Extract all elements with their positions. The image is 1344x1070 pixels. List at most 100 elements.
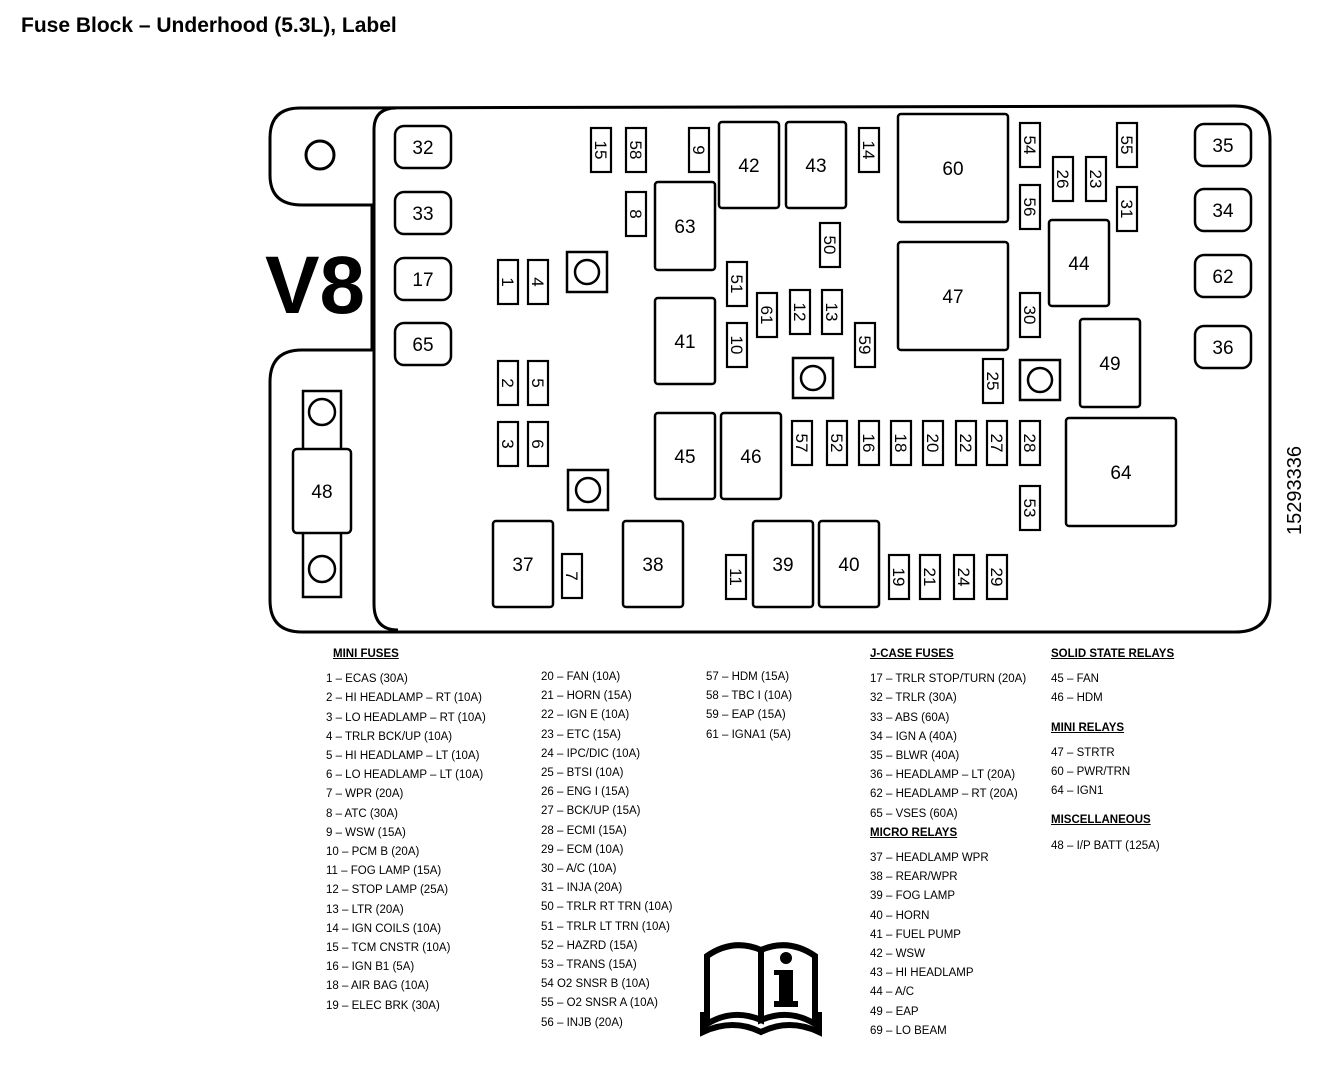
legend-jcase-micro: J-CASE FUSES 17 – TRLR STOP/TURN (20A)32… (870, 645, 1026, 1041)
legend-item: 61 – IGNA1 (5A) (706, 728, 792, 741)
legend-item: 58 – TBC I (10A) (706, 690, 793, 703)
legend-item: 30 – A/C (10A) (541, 863, 617, 876)
mini-fuse-13 (820, 288, 844, 336)
relay-label: 63 (674, 217, 695, 238)
relay-label: 60 (942, 159, 963, 180)
mini-fuse-58 (624, 126, 648, 174)
legend-item: 21 – HORN (15A) (541, 690, 632, 703)
fuse-label: 62 (1212, 267, 1233, 288)
stud-hole (799, 364, 827, 392)
legend-item: 2 – HI HEADLAMP – RT (10A) (326, 692, 482, 705)
legend-item: 49 – EAP (870, 1005, 919, 1018)
mini-fuse-18 (889, 419, 913, 467)
mini-fuse-19 (887, 553, 911, 601)
mini-fuse-4 (526, 258, 550, 306)
fuse-label: 59 (855, 336, 874, 355)
stud-hole (1026, 366, 1054, 394)
legend-item: 1 – ECAS (30A) (326, 673, 408, 686)
legend-item: 17 – TRLR STOP/TURN (20A) (870, 673, 1027, 686)
fuse-label: 31 (1117, 200, 1136, 219)
fuse-label: 35 (1212, 136, 1233, 157)
relay-44 (1047, 218, 1111, 308)
fuse-label: 6 (528, 439, 547, 448)
relay-43 (784, 120, 848, 210)
legend-item: 19 – ELEC BRK (30A) (326, 999, 440, 1012)
mini-fuse-55 (1115, 121, 1139, 169)
mini-fuse-24 (952, 553, 976, 601)
fuse-label: 9 (689, 145, 708, 154)
fuse-label: 14 (859, 141, 878, 160)
legend-item: 12 – STOP LAMP (25A) (326, 884, 449, 897)
relay-41 (653, 296, 717, 386)
mounting-stud (565, 250, 609, 294)
miscellaneous-header: MISCELLANEOUS (1051, 814, 1151, 827)
mini-fuse-23 (1084, 155, 1108, 203)
relay-label: 47 (942, 287, 963, 308)
fuse-label: 51 (727, 275, 746, 294)
fuse-label: 8 (626, 209, 645, 218)
fuse-label: 13 (822, 303, 841, 322)
mini-fuse-61 (755, 291, 779, 339)
fuse-label: 10 (727, 336, 746, 355)
mini-fuse-29 (985, 553, 1009, 601)
fuse-label: 12 (790, 303, 809, 322)
legend-item: 45 – FAN (1051, 673, 1099, 686)
mounting-stud (566, 468, 610, 512)
jcase-fuse-32 (393, 124, 453, 170)
legend-item: 37 – HEADLAMP WPR (870, 852, 989, 865)
relay-label: 39 (772, 555, 793, 576)
mini-fuse-27 (985, 419, 1009, 467)
mounting-stud (1018, 358, 1062, 402)
legend-item: 25 – BTSI (10A) (541, 767, 624, 780)
fuse-label: 17 (412, 270, 433, 291)
legend-item: 55 – O2 SNSR A (10A) (541, 997, 658, 1010)
legend-item: 35 – BLWR (40A) (870, 750, 960, 763)
fuse-label: 16 (859, 434, 878, 453)
jcase-fuse-36 (1193, 324, 1253, 370)
mini-fuse-15 (589, 126, 613, 174)
mini-fuse-11 (724, 553, 748, 601)
legend-list: 48 – I/P BATT (125A) (1051, 837, 1174, 856)
relay-label: 46 (740, 447, 761, 468)
fuse-label: 28 (1020, 434, 1039, 453)
legend-list: 1 – ECAS (30A) 2 – HI HEADLAMP – RT (10A)… (326, 670, 486, 1016)
jcase-fuse-65 (393, 321, 453, 367)
relay-49 (1078, 317, 1142, 409)
part-number: 15293336 (1284, 446, 1306, 535)
mini-fuse-31 (1115, 185, 1139, 233)
fuse-label: 36 (1212, 338, 1233, 359)
housing-outline (268, 104, 1272, 634)
legend-item: 56 – INJB (20A) (541, 1016, 623, 1029)
fuse-label: 24 (954, 568, 973, 587)
mini-fuse-57 (790, 419, 814, 467)
mini-fuse-6 (526, 420, 550, 468)
legend-item: 7 – WPR (20A) (326, 788, 404, 801)
fuse-label: 54 (1020, 136, 1039, 155)
legend-item: 40 – HORN (870, 909, 930, 922)
legend-item: 59 – EAP (15A) (706, 709, 786, 722)
jcase-fuse-33 (393, 190, 453, 236)
fuse-label: 2 (498, 378, 517, 387)
mini-fuse-21 (918, 553, 942, 601)
fuse-label: 25 (983, 372, 1002, 391)
maxi-fuse-48: 48 (291, 389, 353, 599)
page-title: Fuse Block – Underhood (5.3L), Label (21, 14, 397, 37)
fuse-label: 26 (1053, 170, 1072, 189)
legend-item: 48 – I/P BATT (125A) (1051, 839, 1160, 852)
legend-item: 51 – TRLR LT TRN (10A) (541, 920, 670, 933)
mini-fuse-9 (687, 126, 711, 174)
fuse-label: 52 (827, 434, 846, 453)
relay-47 (896, 240, 1010, 352)
legend-item: 65 – VSES (60A) (870, 807, 958, 820)
relay-39 (751, 519, 815, 609)
fuse-label: 34 (1212, 201, 1234, 222)
fuse-label: 1 (498, 277, 517, 286)
relay-42 (717, 120, 781, 210)
fuse-label: 23 (1086, 170, 1105, 189)
relay-label: 45 (674, 447, 695, 468)
legend-list: 17 – TRLR STOP/TURN (20A)32 – TRLR (30A)… (870, 670, 1026, 824)
fuse-label: 15 (591, 141, 610, 160)
